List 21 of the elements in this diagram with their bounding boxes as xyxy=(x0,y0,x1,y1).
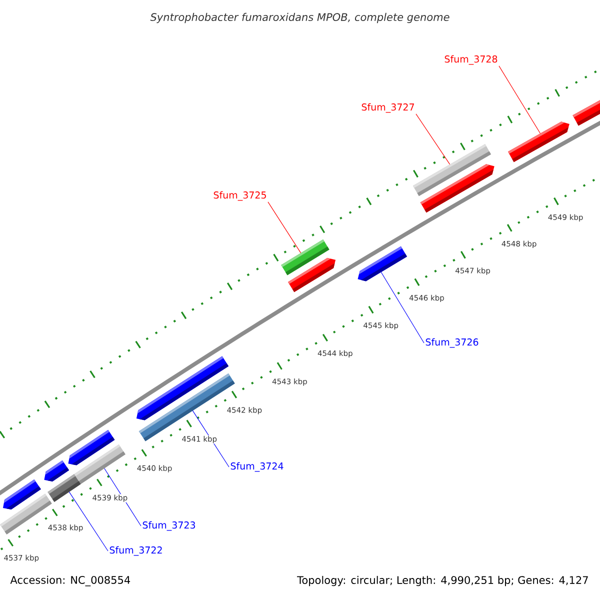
feature-bar xyxy=(74,444,126,484)
leader-line xyxy=(68,492,108,552)
feature-bar xyxy=(48,474,81,502)
gene-label: Sfum_3724 xyxy=(230,462,284,472)
leader-line xyxy=(498,66,541,134)
gene-label: Sfum_3728 xyxy=(444,55,498,65)
gene-label: Sfum_3725 xyxy=(214,191,266,201)
gene-label: Sfum_3722 xyxy=(110,546,162,556)
gene-label: Sfum_3726 xyxy=(426,338,478,348)
title: Syntrophobacter fumaroxidans MPOB, complete genome xyxy=(150,12,450,24)
feature-bar xyxy=(412,144,492,196)
feature-bar xyxy=(281,239,330,276)
gene-label: Sfum_3723 xyxy=(142,521,196,531)
gene-feature xyxy=(358,246,408,282)
leader-line xyxy=(380,272,424,344)
gene-label: Sfum_3727 xyxy=(362,103,414,113)
footer-text: Accession: NC_008554 xyxy=(10,576,130,586)
footer-text: Topology: circular; Length: 4,990,251 bp; Genes: 4,127 xyxy=(297,576,588,586)
gene-feature xyxy=(508,122,570,162)
leader-line xyxy=(416,114,450,165)
leader-line xyxy=(268,202,302,254)
